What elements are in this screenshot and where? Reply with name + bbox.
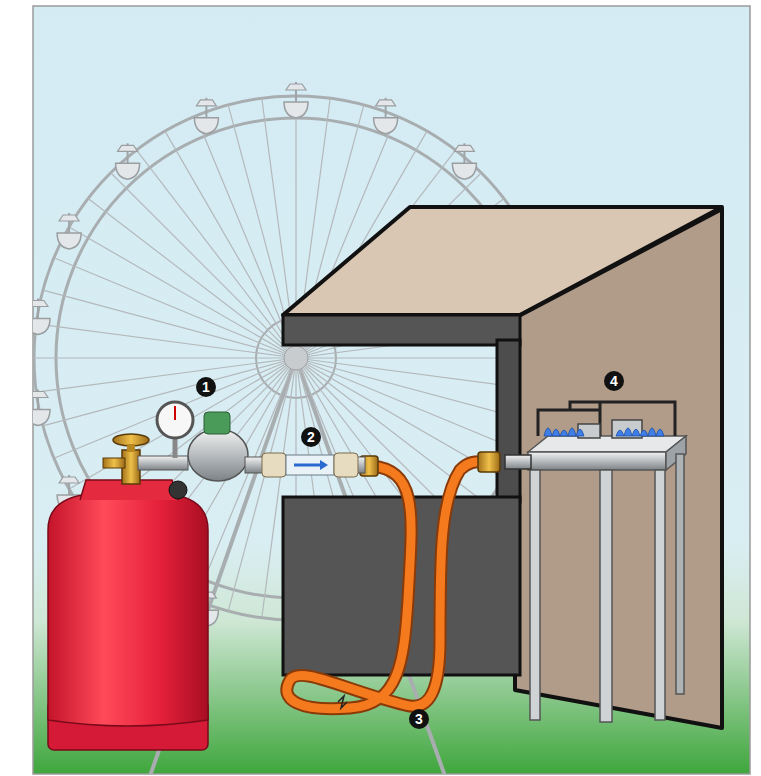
flame <box>640 430 648 436</box>
booth-post <box>497 340 520 502</box>
ferris-wheel-part <box>165 131 296 358</box>
ferris-wheel-part <box>374 98 398 134</box>
ferris-wheel-part <box>452 143 476 179</box>
pot <box>612 420 642 438</box>
ferris-wheel-part <box>33 409 50 425</box>
valve-outlet <box>103 458 125 468</box>
gauge-stem <box>173 438 178 458</box>
ferris-wheel-part <box>36 358 296 392</box>
flame <box>544 428 552 436</box>
pan-support <box>538 402 675 436</box>
ferris-wheel-part <box>54 258 296 358</box>
ferris-wheel-part <box>374 118 398 134</box>
ferris-wheel-part <box>284 102 308 118</box>
flow-arrow-head <box>320 460 328 470</box>
ferris-wheel-part <box>194 98 218 134</box>
ferris-wheel-part <box>137 150 296 358</box>
burner-flames <box>544 428 664 436</box>
ferris-wheel-part <box>54 358 296 458</box>
ferris-wheel-part <box>118 145 138 151</box>
ferris-wheel-part <box>116 163 140 179</box>
flame <box>616 430 624 436</box>
stove <box>505 402 686 722</box>
ferris-wheel-part <box>69 227 296 358</box>
ferris-wheel-part <box>33 319 50 335</box>
ferris-wheel-part <box>57 213 81 249</box>
ferris-wheel-part <box>196 116 296 358</box>
cylinder-body <box>48 494 208 726</box>
ferris-wheel-part <box>33 389 50 425</box>
pressure-gauge <box>157 402 193 438</box>
ferris-wheel-part <box>376 100 396 106</box>
regulator-pipe <box>138 456 188 470</box>
table-leg <box>655 470 665 720</box>
ferris-wheel-part <box>452 163 476 179</box>
flame <box>624 428 632 436</box>
table-leg <box>676 454 684 694</box>
pipe-fitting <box>334 453 358 477</box>
flame <box>656 429 664 436</box>
gas-hose-outline <box>287 462 485 709</box>
ferris-wheel-part <box>59 477 79 483</box>
ferris-wheel-part <box>454 145 474 151</box>
flame <box>648 428 656 436</box>
table-leg <box>600 470 612 722</box>
flame <box>552 429 560 436</box>
gas-cylinder <box>48 434 208 750</box>
ferris-wheel-part <box>33 301 48 307</box>
ferris-wheel-part <box>286 84 306 90</box>
booth-front-beam <box>283 315 520 345</box>
gas-hose <box>287 462 485 709</box>
flame <box>568 428 576 436</box>
booth <box>283 207 722 728</box>
ferris-wheel-part <box>59 215 79 221</box>
pipe-fitting <box>262 453 286 477</box>
ferris-wheel-part <box>34 357 296 358</box>
ferris-wheel-part <box>36 324 296 358</box>
hose-break-protector <box>286 455 334 475</box>
gauge-needle <box>174 406 176 420</box>
regulator <box>138 402 365 481</box>
table-leg <box>530 470 540 720</box>
background <box>33 6 750 774</box>
ferris-wheel-part <box>69 358 296 489</box>
regulator-body <box>188 429 248 481</box>
ferris-wheel-part <box>33 299 50 335</box>
flame <box>632 429 640 436</box>
stove-front <box>528 452 666 470</box>
flame <box>560 430 568 436</box>
gas-inlet <box>505 455 531 469</box>
regulator-cap <box>204 412 230 434</box>
stove-top <box>528 436 686 452</box>
flame <box>576 429 584 436</box>
ferris-wheel-part <box>111 173 296 358</box>
ferris-wheel-part <box>194 118 218 134</box>
ferris-wheel <box>33 82 566 774</box>
ferris-wheel-part <box>57 233 81 249</box>
ferris-wheel-part <box>33 391 48 397</box>
callout-number: 4 <box>604 371 624 391</box>
callout-number: 1 <box>196 377 216 397</box>
flow-arrow <box>294 464 322 467</box>
callout-number: 3 <box>409 709 429 729</box>
break-mark <box>338 696 347 708</box>
callout-number: 2 <box>301 427 321 447</box>
valve-stem <box>127 444 135 452</box>
ferris-wheel-part <box>43 290 296 358</box>
hose <box>287 452 500 709</box>
sky <box>33 6 750 774</box>
ferris-wheel-part <box>116 143 140 179</box>
valve-cap <box>169 481 187 499</box>
ferris-wheel-part <box>284 82 308 118</box>
ferris-wheel-part <box>196 100 216 106</box>
ferris-wheel-part <box>284 346 308 370</box>
booth-side-wall <box>515 209 722 728</box>
hose-fitting <box>478 452 500 472</box>
